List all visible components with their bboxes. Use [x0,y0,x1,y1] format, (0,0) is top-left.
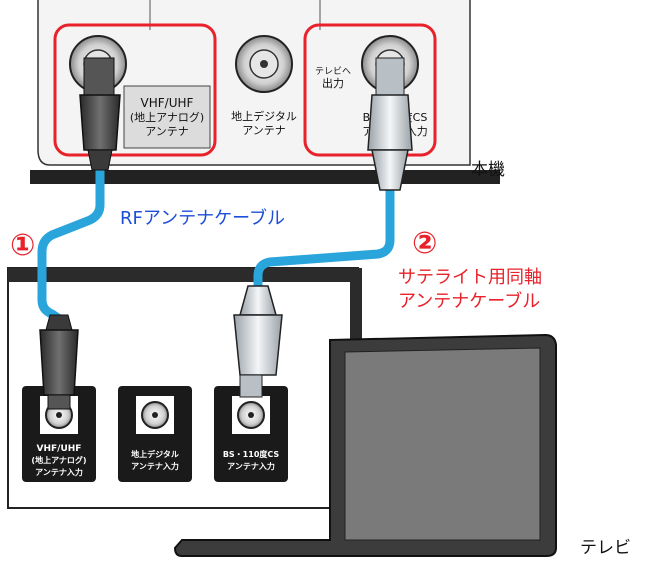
tv-monitor [173,333,557,557]
tv-name: テレビ [580,538,631,558]
tv-vhf-label-2: (地上アナログ) [31,455,86,465]
device-digital-label-1: 地上デジタル [231,109,297,123]
rf-plug-device [79,57,121,171]
tv-port-digital [118,386,192,482]
device-vhf-label-3: アンテナ [145,125,189,138]
device-vhf-label-1: VHF/UHF [141,96,194,110]
sat-cable-label-1: サテライト用同軸 [398,267,542,288]
tv-port-vhf [22,386,96,482]
device-port-digital [235,35,293,93]
sat-cable [253,180,395,293]
rf-cable-label: RFアンテナケーブル [120,207,285,229]
sat-plug-device [367,57,413,191]
tv-digital-label-1: 地上デジタル [131,449,179,459]
rf-plug-tv [39,314,79,410]
bs-port-highlight [303,23,437,157]
tv-port-bs [214,386,288,482]
device-tvout-label-1: テレビへ [315,66,351,77]
rf-number: ① [10,228,35,263]
rf-cable [37,165,105,323]
tv-bs-label-1: BS・110度CS [223,449,280,459]
sat-plug-tv [233,285,283,398]
sat-cable-label-2: アンテナケーブル [398,290,540,312]
tv-digital-label-2: アンテナ入力 [131,461,179,471]
device-tvout-label-2: 出力 [322,76,344,90]
tv-bs-label-2: アンテナ入力 [227,461,275,471]
device-vhf-label-2: (地上アナログ) [130,110,204,124]
tv-vhf-label-3: アンテナ入力 [35,467,83,477]
device-digital-label-2: アンテナ [242,124,286,137]
sat-number: ② [412,226,437,261]
device-name: 本機 [471,160,505,180]
tv-vhf-label-1: VHF/UHF [37,444,82,454]
vhf-port-highlight [53,23,217,157]
